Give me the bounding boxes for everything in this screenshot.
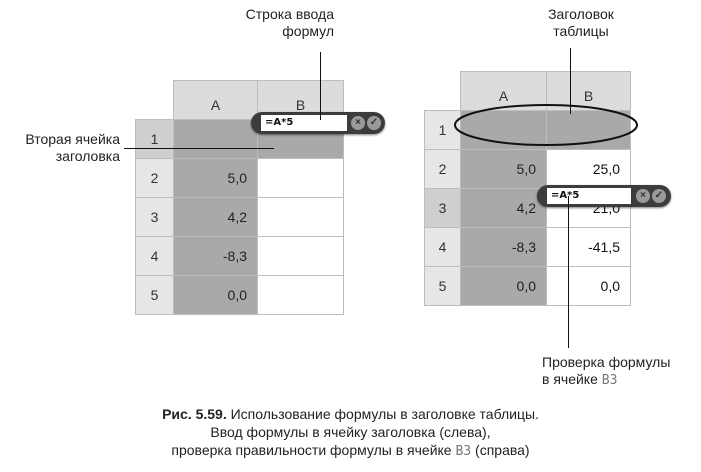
cancel-icon[interactable]: × xyxy=(636,189,650,203)
table-row: 5 0,0 xyxy=(135,274,344,315)
callout-check-formula-prefix: в ячейке xyxy=(542,371,602,387)
caption-line-3-ref: B3 xyxy=(455,444,472,459)
caption-line-3-suffix: (справа) xyxy=(471,442,530,458)
leader-line-check-formula xyxy=(568,196,569,348)
cancel-icon[interactable]: × xyxy=(351,116,365,130)
caption-fig-label: Рис. 5.59. xyxy=(162,406,227,422)
callout-second-header-cell-line2: заголовка xyxy=(55,148,120,164)
caption-line-1-text: Использование формулы в заголовке таблиц… xyxy=(226,406,539,422)
right-row-header-2[interactable]: 2 xyxy=(424,148,461,189)
header-highlight-ellipse xyxy=(454,104,638,146)
right-cell-b2[interactable]: 25,0 xyxy=(546,148,631,189)
left-row-header-2[interactable]: 2 xyxy=(135,157,174,198)
callout-second-header-cell: Вторая ячейка заголовка xyxy=(4,131,120,165)
right-formula-bar[interactable]: =A*5 × ✓ xyxy=(537,185,671,207)
accept-icon[interactable]: ✓ xyxy=(367,116,381,130)
left-formula-input[interactable]: =A*5 xyxy=(261,115,347,131)
callout-check-formula: Проверка формулы в ячейке B3 xyxy=(542,354,701,389)
callout-table-header-line2: таблицы xyxy=(553,23,609,39)
right-col-header-a[interactable]: A xyxy=(460,71,547,111)
right-row-header-3[interactable]: 3 xyxy=(424,187,461,228)
accept-icon[interactable]: ✓ xyxy=(652,189,666,203)
left-row-header-3[interactable]: 3 xyxy=(135,196,174,237)
callout-check-formula-ref: B3 xyxy=(601,373,618,388)
right-formula-input[interactable]: =A*5 xyxy=(547,188,631,204)
caption-line-3-prefix: проверка правильности формулы в ячейке xyxy=(171,442,456,458)
right-col-header-b[interactable]: B xyxy=(546,71,631,111)
right-cell-b5[interactable]: 0,0 xyxy=(546,265,631,306)
callout-check-formula-line2: в ячейке B3 xyxy=(542,371,701,389)
left-cell-a4[interactable]: -8,3 xyxy=(173,235,258,276)
callout-formula-bar-line2: формул xyxy=(282,23,334,39)
table-row: 1 xyxy=(424,109,631,150)
left-cell-b5[interactable] xyxy=(257,274,344,315)
right-row-header-5[interactable]: 5 xyxy=(424,265,461,306)
caption-line-2: Ввод формулы в ячейку заголовка (слева), xyxy=(210,424,491,440)
left-cell-b4[interactable] xyxy=(257,235,344,276)
left-row-header-5[interactable]: 5 xyxy=(135,274,174,315)
table-row: 4 -8,3 -41,5 xyxy=(424,226,631,267)
table-row: 2 5,0 25,0 xyxy=(424,148,631,189)
right-cell-b4[interactable]: -41,5 xyxy=(546,226,631,267)
left-cell-a5[interactable]: 0,0 xyxy=(173,274,258,315)
callout-table-header: Заголовок таблицы xyxy=(526,6,636,40)
leader-line-table-header xyxy=(570,48,571,114)
table-row: 3 4,2 xyxy=(135,196,344,237)
left-spreadsheet: A B 1 2 5,0 3 4,2 4 -8,3 5 0,0 xyxy=(135,80,344,315)
table-row: 5 0,0 0,0 xyxy=(424,265,631,306)
callout-table-header-line1: Заголовок xyxy=(548,6,614,22)
left-col-header-a[interactable]: A xyxy=(173,80,258,120)
callout-second-header-cell-line1: Вторая ячейка xyxy=(25,131,120,147)
left-formula-bar[interactable]: =A*5 × ✓ xyxy=(251,112,385,134)
left-cell-a1[interactable] xyxy=(173,118,258,159)
right-cell-b1[interactable] xyxy=(546,109,631,150)
right-cell-a3[interactable]: 4,2 xyxy=(460,187,547,228)
caption-line-3: проверка правильности формулы в ячейке B… xyxy=(0,441,701,461)
caption-line-1: Рис. 5.59. Использование формулы в загол… xyxy=(0,405,701,423)
table-row: 2 5,0 xyxy=(135,157,344,198)
left-cell-a2[interactable]: 5,0 xyxy=(173,157,258,198)
callout-formula-bar-line1: Строка ввода xyxy=(245,6,334,22)
leader-line-second-header-cell xyxy=(124,148,274,149)
callout-formula-bar: Строка ввода формул xyxy=(228,6,334,40)
left-row-header-1[interactable]: 1 xyxy=(135,118,174,159)
leader-line-formula-bar xyxy=(320,52,321,120)
right-cell-a5[interactable]: 0,0 xyxy=(460,265,547,306)
right-row-header-1[interactable]: 1 xyxy=(424,109,461,150)
table-row: 4 -8,3 xyxy=(135,235,344,276)
left-row-header-4[interactable]: 4 xyxy=(135,235,174,276)
callout-check-formula-line1: Проверка формулы xyxy=(542,354,671,370)
right-cell-a4[interactable]: -8,3 xyxy=(460,226,547,267)
left-cell-b3[interactable] xyxy=(257,196,344,237)
right-spreadsheet: A B 1 2 5,0 25,0 3 4,2 21,0 4 -8,3 -41,5… xyxy=(424,71,631,306)
left-corner-cell xyxy=(135,80,174,120)
right-cell-a2[interactable]: 5,0 xyxy=(460,148,547,189)
right-row-header-4[interactable]: 4 xyxy=(424,226,461,267)
left-cell-b2[interactable] xyxy=(257,157,344,198)
left-cell-a3[interactable]: 4,2 xyxy=(173,196,258,237)
figure-caption: Рис. 5.59. Использование формулы в загол… xyxy=(0,405,701,461)
